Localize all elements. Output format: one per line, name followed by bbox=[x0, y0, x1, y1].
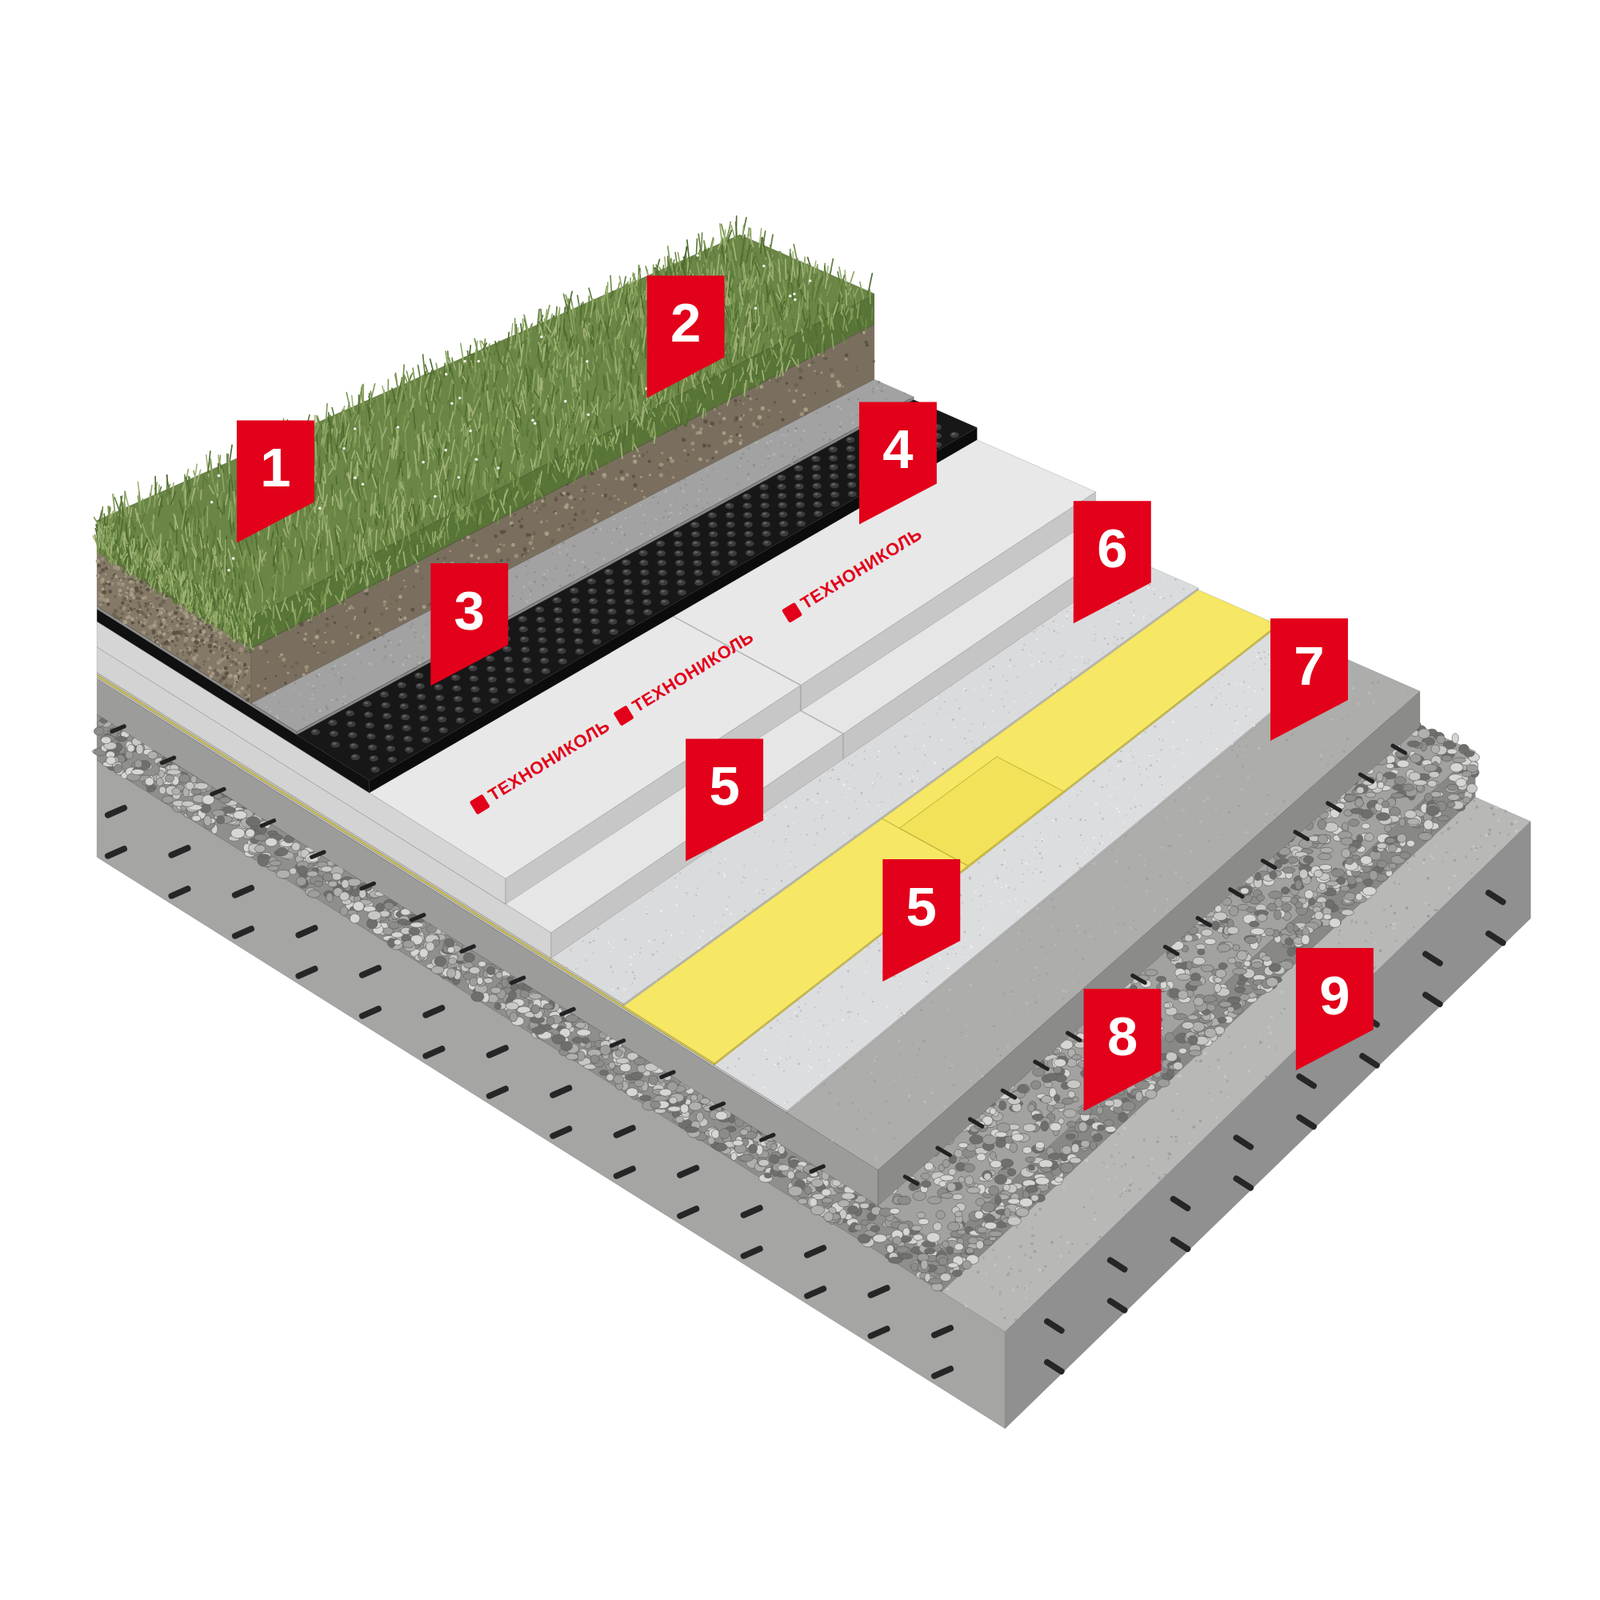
stage: 1234565789ТЕХНОНИКОЛЬТЕХНОНИКОЛЬТЕХНОНИК… bbox=[0, 0, 1600, 1600]
